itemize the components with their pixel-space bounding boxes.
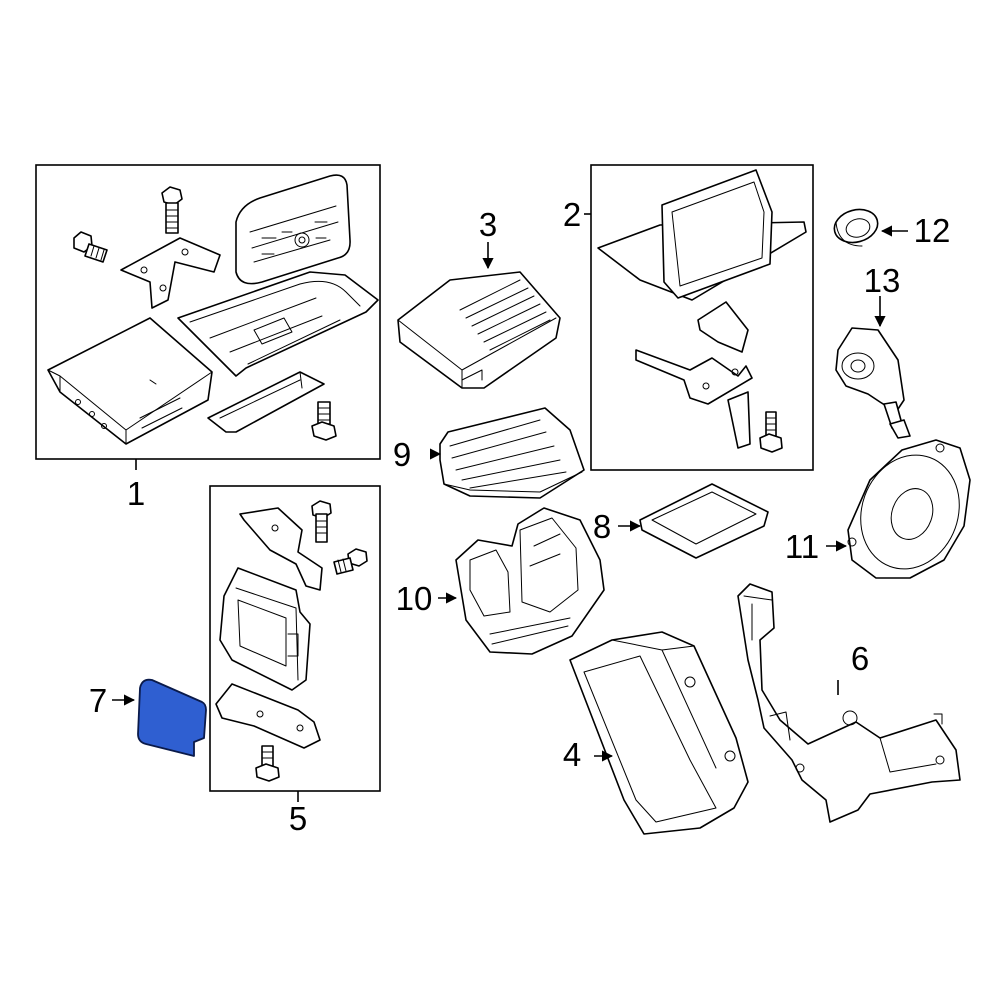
callout-4: 4 bbox=[563, 736, 581, 773]
part-6-bracket[interactable] bbox=[737, 583, 961, 823]
part-2-small-bracket[interactable] bbox=[727, 391, 751, 449]
callout-5: 5 bbox=[289, 800, 307, 837]
part-10-housing-unit[interactable] bbox=[455, 507, 605, 655]
part-3-amplifier[interactable] bbox=[397, 271, 561, 389]
callout-1: 1 bbox=[127, 475, 145, 512]
callout-7: 7 bbox=[89, 682, 107, 719]
callout-2: 2 bbox=[563, 196, 581, 233]
callout-8: 8 bbox=[593, 508, 611, 545]
part-1-bracket-lower[interactable] bbox=[207, 371, 325, 433]
part-7-highlighted-panel[interactable] bbox=[137, 678, 207, 757]
part-9-control-unit[interactable] bbox=[439, 407, 585, 499]
callout-9: 9 bbox=[393, 436, 411, 473]
assembly-box-5 bbox=[209, 485, 381, 802]
part-12-tweeter[interactable] bbox=[831, 205, 882, 247]
part-1-bracket-upper[interactable] bbox=[120, 237, 221, 309]
part-1-screw-a[interactable] bbox=[161, 186, 183, 234]
part-13-speaker-connector[interactable] bbox=[835, 327, 911, 439]
part-5-screw-b[interactable] bbox=[333, 548, 368, 575]
part-11-speaker[interactable] bbox=[845, 439, 975, 583]
part-4-display-module[interactable] bbox=[569, 631, 749, 835]
part-5-module[interactable] bbox=[219, 567, 311, 691]
callout-6: 6 bbox=[851, 640, 869, 677]
callout-12: 12 bbox=[914, 212, 951, 249]
part-7-fill[interactable] bbox=[137, 678, 207, 757]
part-5-bracket-lower[interactable] bbox=[215, 683, 321, 749]
callout-11: 11 bbox=[785, 528, 819, 565]
callout-10: 10 bbox=[396, 580, 433, 617]
assembly-box-1 bbox=[35, 164, 381, 470]
part-5-screw-a[interactable] bbox=[311, 500, 332, 543]
part-2-screw[interactable] bbox=[759, 411, 783, 453]
part-2-display-screen[interactable] bbox=[597, 169, 807, 301]
part-1-screw-b[interactable] bbox=[73, 231, 108, 263]
part-1-screw-c[interactable] bbox=[311, 401, 337, 441]
part-5-bracket-upper[interactable] bbox=[239, 507, 323, 591]
part-1-front-display-panel[interactable] bbox=[235, 174, 351, 285]
part-1-control-module[interactable] bbox=[47, 317, 213, 445]
part-2-mount-bracket[interactable] bbox=[635, 301, 753, 405]
part-5-screw-c[interactable] bbox=[255, 745, 280, 782]
callout-13: 13 bbox=[864, 262, 901, 299]
part-8-sd-card[interactable] bbox=[639, 483, 769, 559]
part-1-storage-tray[interactable] bbox=[177, 271, 379, 377]
assembly-box-2 bbox=[590, 164, 814, 471]
callout-3: 3 bbox=[479, 206, 497, 243]
leader-lines bbox=[112, 213, 908, 762]
